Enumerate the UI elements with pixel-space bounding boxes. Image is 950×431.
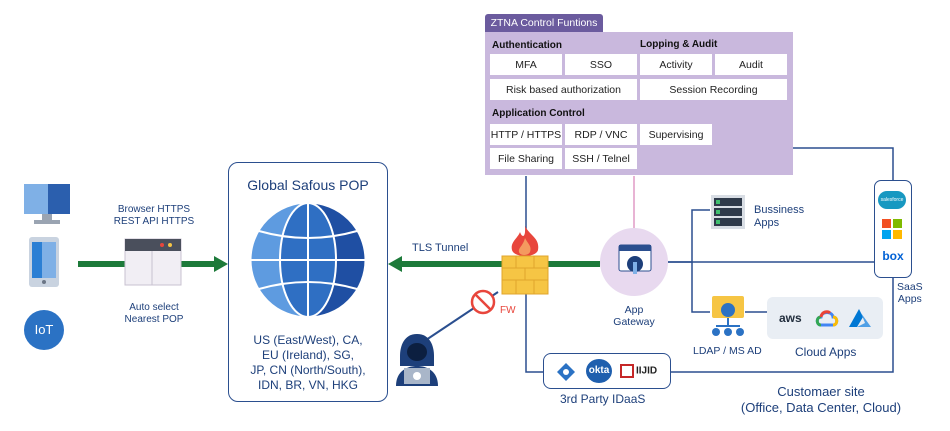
gateway-label: App Gateway (600, 304, 668, 328)
ztna-title: ZTNA Control Funtions (485, 14, 603, 32)
auto-select-line: Auto select (129, 302, 179, 313)
gateway-lock-icon (618, 244, 652, 274)
azure-icon (849, 309, 871, 327)
nearest-pop-line: Nearest POP (124, 314, 184, 325)
customer-site-line: Customaer site (777, 384, 865, 399)
app-control-heading: Application Control (492, 108, 585, 119)
sso-cell: SSO (565, 54, 637, 75)
activity-cell: Activity (640, 54, 712, 75)
ssh-cell: SSH / Telnel (565, 148, 637, 169)
salesforce-logo: salesforce (878, 191, 906, 209)
customer-site-label: Customaer site (Office, Data Center, Clo… (706, 384, 936, 416)
saas-label-line: Apps (897, 293, 922, 305)
pop-region-line: IDN, BR, VN, HKG (257, 378, 358, 392)
client-connector-icon (124, 238, 182, 286)
blocked-icon (470, 289, 496, 315)
saas-label-line: SaaS (897, 281, 923, 293)
business-apps-label: Bussiness Apps (754, 204, 804, 230)
business-apps-line: Apps (754, 217, 780, 229)
hacker-icon (396, 334, 438, 386)
mfa-cell: MFA (490, 54, 562, 75)
google-cloud-icon (815, 310, 839, 327)
cloud-apps-label: Cloud Apps (795, 345, 857, 359)
pop-region-line: EU (Ireland), SG, (261, 348, 355, 362)
tablet-icon (29, 237, 59, 287)
pop-region-line: US (East/West), CA, (253, 333, 363, 347)
gateway-label-line: Gateway (613, 316, 655, 328)
ldap-label: LDAP / MS AD (693, 345, 762, 357)
global-pop-panel: Global Safous POP US (East/West), CA, EU… (228, 162, 388, 402)
saas-apps-label: SaaS Apps (897, 281, 923, 305)
tls-tunnel-label: TLS Tunnel (412, 242, 469, 254)
idaas-label: 3rd Party IDaaS (560, 392, 646, 406)
authentication-heading: Authentication (492, 40, 562, 51)
box-logo: box (882, 249, 904, 263)
ztna-panel: Authentication Lopping & Audit MFA SSO A… (485, 32, 793, 175)
saas-apps-panel: salesforce box (874, 180, 912, 278)
audit-cell: Audit (715, 54, 787, 75)
pop-regions: US (East/West), CA, EU (Ireland), SG, JP… (229, 333, 387, 393)
desktop-icon (24, 184, 70, 224)
ldap-icon (712, 296, 744, 336)
http-cell: HTTP / HTTPS (490, 124, 562, 145)
browser-https-label: Browser HTTPS (117, 204, 191, 215)
auto-select-label: Auto select Nearest POP (98, 302, 210, 326)
idaas-panel: okta IIJID (543, 353, 671, 389)
pop-title: Global Safous POP (247, 177, 369, 193)
file-sharing-cell: File Sharing (490, 148, 562, 169)
gateway-label-line: App (624, 304, 644, 316)
aws-logo: aws (779, 311, 802, 325)
firewall-icon (501, 226, 549, 295)
fw-label: FW (500, 305, 516, 316)
iot-icon: IoT (24, 310, 64, 350)
okta-logo: okta (586, 359, 612, 383)
logging-heading: Lopping & Audit (640, 39, 718, 50)
pop-region-line: JP, CN (North/South), (250, 363, 366, 377)
rdp-cell: RDP / VNC (565, 124, 637, 145)
protocol-label: Browser HTTPS REST API HTTPS (98, 204, 210, 228)
business-apps-icon (711, 195, 745, 229)
customer-site-line: (Office, Data Center, Cloud) (740, 400, 902, 415)
microsoft-icon (882, 219, 902, 239)
iijid-logo: IIJID (620, 364, 657, 378)
azure-ad-icon (557, 363, 575, 381)
rest-api-label: REST API HTTPS (113, 216, 195, 227)
session-cell: Session Recording (640, 79, 787, 100)
cloud-apps-panel: aws (767, 297, 883, 339)
risk-cell: Risk based authorization (490, 79, 637, 100)
supervising-cell: Supervising (640, 124, 712, 145)
iijid-logo-text: IIJID (636, 365, 658, 377)
business-apps-line: Bussiness (754, 204, 805, 216)
globe-icon (250, 202, 366, 318)
